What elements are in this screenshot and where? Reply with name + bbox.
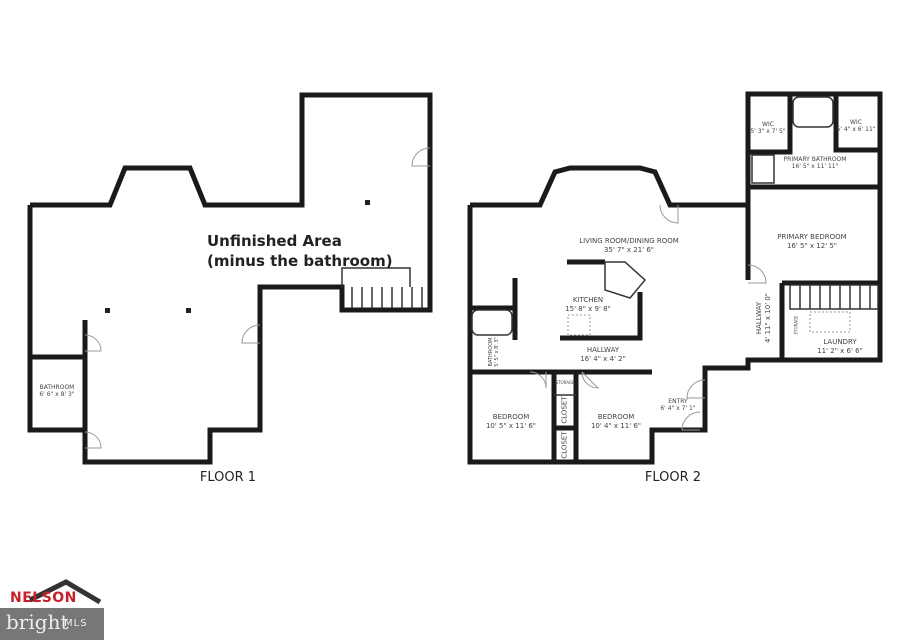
room-dims: 16' 5" x 11' 11" [791,163,839,170]
room-name: WIC [762,121,774,128]
nelson-logo-text: NELSON [10,590,77,606]
floor2-walls [467,91,883,465]
watermark-logo: NELSON bright MLS [0,578,104,640]
unfinished-area-label: Unfinished Area (minus the bathroom) [207,231,393,271]
unfinished-area-title: Unfinished Area [207,232,342,250]
room-name: HALLWAY [586,346,620,354]
room-name: WIC [850,119,862,126]
room-name: HALLWAY [755,301,763,335]
room-dims: 5' 5" x 8' 3" [494,337,500,367]
floor1-walls [27,92,433,465]
room-dims: 35' 7" x 21' 6" [603,246,655,254]
room-dims: 16' 5" x 12' 5" [786,242,838,250]
mls-text: MLS [64,618,88,629]
room-dims: 10' 5" x 11' 6" [485,422,537,430]
floor2-label: FLOOR 2 [644,470,702,485]
room-dims: 16' 4" x 4' 2" [580,355,626,363]
unfinished-area-note: (minus the bathroom) [207,252,393,270]
room-dims: 11' 2" x 6' 6" [817,347,863,355]
room-storage-side: STORAGE [793,315,799,335]
room-dims: 6' 4" x 7' 1" [660,405,696,412]
room-closet-top: CLOSET [560,396,569,424]
room-storage-main: STORAGE [555,380,575,385]
room-name: ENTRY [668,398,688,405]
room-dims: 15' 8" x 9' 8" [565,305,611,313]
room-closet-bottom: CLOSET [560,431,569,459]
floor1-label: FLOOR 1 [199,470,257,485]
room-dims: 10' 4" x 11' 6" [590,422,642,430]
room-dims: 4' 11" x 10' 0" [764,292,772,344]
room-name: PRIMARY BEDROOM [777,233,847,241]
room-dims: 5' 4" x 6' 11" [836,126,876,133]
room-name: KITCHEN [572,296,604,304]
floor1-stairs [351,287,423,308]
bright-mls-logo: bright MLS [0,608,104,640]
room-name: BEDROOM [492,413,530,421]
floor1-bathroom-label: BATHROOM 6' 6" x 8' 3" [39,384,74,398]
room-dims: 5' 3" x 7' 5" [750,128,786,135]
room-dims: 6' 6" x 8' 3" [39,391,75,398]
room-name: LIVING ROOM/DINING ROOM [579,237,679,245]
room-name: PRIMARY BATHROOM [783,156,847,163]
bright-text: bright [6,610,69,634]
room-name: LAUNDRY [823,338,857,346]
room-name: BEDROOM [597,413,635,421]
house-roof-icon [28,579,102,605]
room-name: BATHROOM [39,384,75,391]
floor2-stairs [789,284,879,310]
